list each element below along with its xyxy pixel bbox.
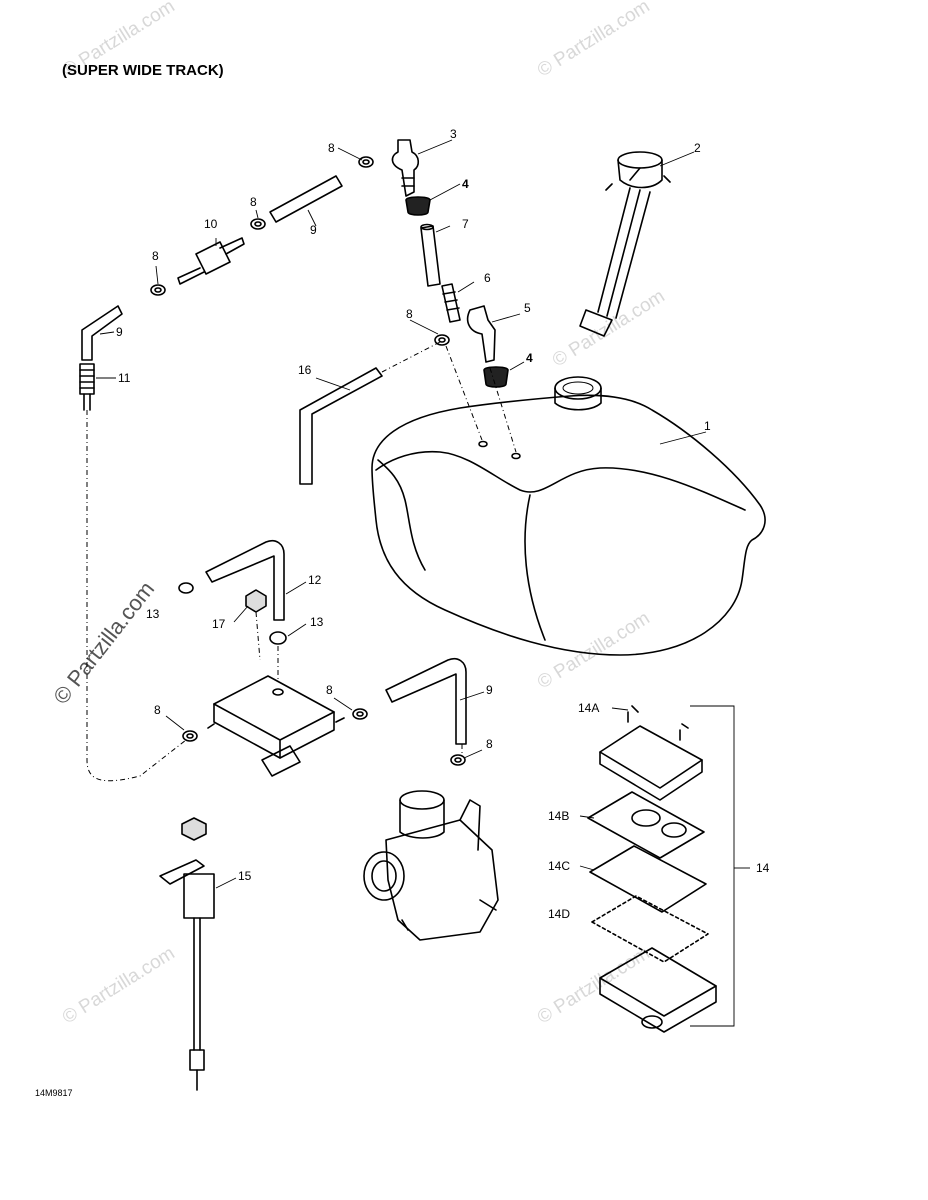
callout-14d: 14D [548,907,570,921]
drawing-code: 14M9817 [35,1088,73,1098]
callout-8: 8 [152,249,159,263]
callout-16: 16 [298,363,312,377]
hose-part [205,539,285,621]
leader-line [86,410,187,782]
callout-4: 4 [462,177,469,191]
callout-11: 11 [118,371,131,385]
callout-1: 1 [704,419,711,433]
fuel-pump-part [207,675,345,777]
hose-part [299,367,383,485]
clamp-part [178,582,194,594]
callout-3: 3 [450,127,457,141]
check-valve-part [441,283,461,323]
callout-9: 9 [486,683,493,697]
grommet-part [405,196,431,216]
callout-6: 6 [484,271,491,285]
fuel-tank-part [371,376,766,656]
carburetor-part [363,790,499,941]
callout-8: 8 [486,737,493,751]
callout-15: 15 [238,869,252,883]
leader-line [489,367,517,453]
callout-8: 8 [406,307,413,321]
callout-7: 7 [462,217,469,231]
callout-13: 13 [310,615,324,629]
hose-part [269,175,343,223]
vent-tube-part [420,225,441,287]
leader-line [255,611,279,680]
callout-4: 4 [526,351,533,365]
callout-10: 10 [204,217,218,231]
fitting-part [466,305,496,363]
clamp-part [269,631,287,645]
callout-17: 17 [212,617,226,631]
callout-2: 2 [694,141,701,155]
clamp-part [150,156,466,766]
callout-14a: 14A [578,701,599,715]
callout-14b: 14B [548,809,569,823]
elbow-fitting-part [391,139,420,197]
callout-13: 13 [146,607,160,621]
fuel-filter-part [177,237,245,285]
leader-line [381,341,441,373]
pump-kit-part [587,705,717,1033]
grommet-part [483,366,509,388]
callout-8: 8 [250,195,257,209]
fuel-gauge-part [579,151,671,337]
callout-14c: 14C [548,859,570,873]
callout-8: 8 [154,703,161,717]
leader-line [445,345,483,441]
choke-part [159,817,215,1091]
nut-part [245,589,267,613]
callout-12: 12 [308,573,322,587]
hose-part [81,305,123,361]
hose-part [385,657,467,745]
callout-5: 5 [524,301,531,315]
callout-8: 8 [326,683,333,697]
page-title: (SUPER WIDE TRACK) [62,62,224,79]
callout-9: 9 [310,223,317,237]
callout-9: 9 [116,325,123,339]
callout-14: 14 [756,861,770,875]
callout-8: 8 [328,141,335,155]
spring-guard-part [79,363,95,411]
